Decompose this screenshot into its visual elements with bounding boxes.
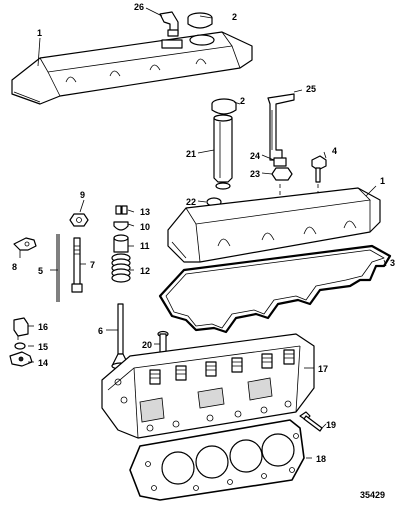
callout-12: 12 [140,266,150,276]
valve-lifter [13,317,29,340]
valve-cover-gasket [158,244,392,334]
callout-6: 6 [98,326,103,336]
callout-15: 15 [38,342,48,352]
callout-9: 9 [80,190,85,200]
callout-17: 17 [318,364,328,374]
rocker-ball [113,221,129,231]
oil-filler-cap [211,98,237,115]
callout-22: 22 [186,197,196,207]
callout-1-lower: 1 [380,176,385,186]
alignment-line [238,184,281,211]
oil-filler-tube [213,114,233,190]
callout-8: 8 [12,262,17,272]
valve-cover-top [11,31,253,105]
callout-10: 10 [140,222,150,232]
head-bolt-short [299,411,323,432]
cover-bolt [311,155,327,183]
callout-1-top: 1 [37,28,42,38]
oil-filler-cap-top [187,12,213,29]
pushrod-guide [13,237,37,251]
vent-hose [267,93,295,161]
callout-5: 5 [38,266,43,276]
rocker-pivot [9,351,33,367]
lifter-cap [14,342,26,350]
hex-nut [271,167,293,181]
rocker-stud [71,237,83,293]
callout-25: 25 [306,84,316,94]
valve-spring [111,253,131,283]
callout-16: 16 [38,322,48,332]
callout-3: 3 [390,258,395,268]
callout-19: 19 [326,420,336,430]
callout-2-lower: 2 [240,96,245,106]
grommet [273,157,287,167]
rocker-nut [69,213,89,227]
valve-cover-lower [167,187,381,263]
callout-2-top: 2 [232,12,237,22]
callout-23: 23 [250,169,260,179]
valve-keepers [115,205,128,215]
callout-18: 18 [316,454,326,464]
leader-lines [19,7,387,459]
callout-20: 20 [142,340,152,350]
figure-number: 35429 [360,490,385,500]
callout-13: 13 [140,207,150,217]
callout-24: 24 [250,151,260,161]
callout-4: 4 [332,146,337,156]
cylinder-head [101,333,315,439]
callout-11: 11 [140,241,150,251]
callout-7: 7 [90,260,95,270]
callout-21: 21 [186,149,196,159]
breather-tube [159,11,179,37]
callout-14: 14 [38,358,48,368]
head-gasket [129,419,305,501]
callout-26: 26 [134,2,144,12]
rocker-arm [113,234,129,253]
